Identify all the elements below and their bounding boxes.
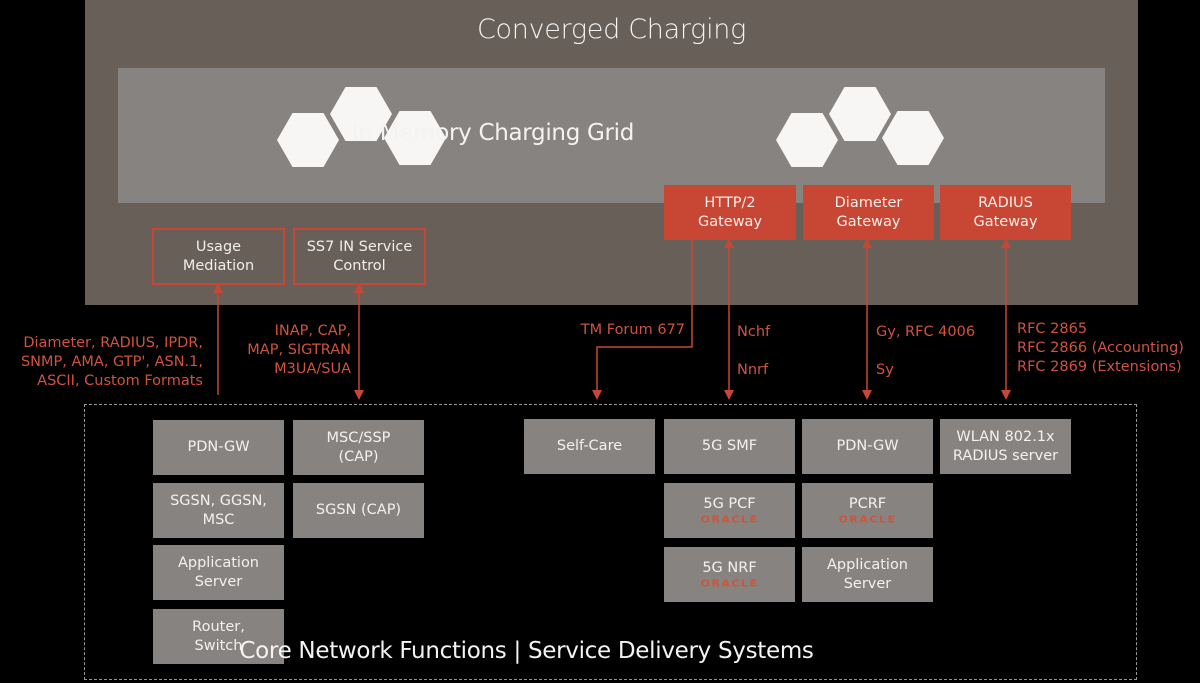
radius-protocols: RFC 2865 RFC 2866 (Accounting) RFC 2869 … (1017, 321, 1184, 375)
diameter-protocols: Gy, RFC 4006 Sy (876, 324, 976, 378)
mediation-protocols: Diameter, RADIUS, IPDR, SNMP, AMA, GTP',… (20, 335, 203, 389)
tmforum-arrow (592, 240, 693, 400)
pdn-gw-box-right[interactable]: PDN-GW (802, 419, 933, 474)
pcrf-box[interactable]: PCRF ORACLE (802, 483, 933, 538)
sgsn-ggsn-msc-box[interactable]: SGSN, GGSN, MSC (153, 483, 284, 538)
box-label: MSC/SSP (CAP) (326, 429, 391, 465)
diagram-title: Converged Charging (477, 14, 746, 45)
5g-nrf-box[interactable]: 5G NRF ORACLE (664, 547, 795, 602)
tmforum-protocol: TM Forum 677 (580, 322, 685, 338)
hexagon-icon (277, 113, 339, 167)
box-label: Application Server (826, 556, 909, 592)
grid-label: In Memory Charging Grid (351, 120, 635, 146)
box-label: WLAN 802.1x RADIUS server (952, 428, 1059, 464)
pdn-gw-box[interactable]: PDN-GW (153, 420, 284, 475)
box-label: PDN-GW (836, 438, 899, 454)
usage-mediation[interactable]: Usage Mediation (152, 228, 285, 285)
radius-gateway[interactable]: RADIUS Gateway (940, 185, 1071, 240)
oracle-logo: ORACLE (700, 578, 759, 590)
self-care-box[interactable]: Self-Care (524, 419, 655, 474)
box-label: PCRF (848, 496, 887, 512)
box-label: 5G NRF (702, 560, 757, 576)
oracle-logo: ORACLE (700, 514, 759, 526)
msc-ssp-box[interactable]: MSC/SSP (CAP) (293, 420, 424, 475)
box-label: 5G SMF (701, 438, 758, 454)
5g-pcf-box[interactable]: 5G PCF ORACLE (664, 483, 795, 538)
core-network-label: Core Network Functions | Service Deliver… (239, 638, 814, 664)
box-label: SGSN, GGSN, MSC (170, 492, 267, 528)
box-label: PDN-GW (187, 439, 250, 455)
router-switch-box[interactable]: Router, Switch (153, 609, 284, 664)
diameter-gateway[interactable]: Diameter Gateway (803, 185, 934, 240)
box-label: Application Server (177, 554, 260, 590)
box-label: SGSN (CAP) (315, 502, 402, 518)
wlan-radius-server-box[interactable]: WLAN 802.1x RADIUS server (940, 419, 1071, 474)
5g-smf-box[interactable]: 5G SMF (664, 419, 795, 474)
core-network-container (84, 404, 1137, 680)
hexagon-icon (330, 87, 392, 141)
ss7-protocols: INAP, CAP, MAP, SIGTRAN M3UA/SUA (247, 323, 351, 377)
box-label: Self-Care (556, 438, 623, 454)
sgsn-cap-box[interactable]: SGSN (CAP) (293, 483, 424, 538)
http2-gateway[interactable]: HTTP/2 Gateway (664, 185, 796, 240)
box-label: Router, Switch (192, 618, 245, 654)
hexagon-icon (384, 111, 446, 165)
application-server-box[interactable]: Application Server (153, 545, 284, 600)
oracle-logo: ORACLE (838, 514, 897, 526)
application-server-box-right[interactable]: Application Server (802, 547, 933, 602)
box-label: 5G PCF (703, 496, 756, 512)
http2-protocols: Nchf Nnrf (737, 324, 771, 378)
